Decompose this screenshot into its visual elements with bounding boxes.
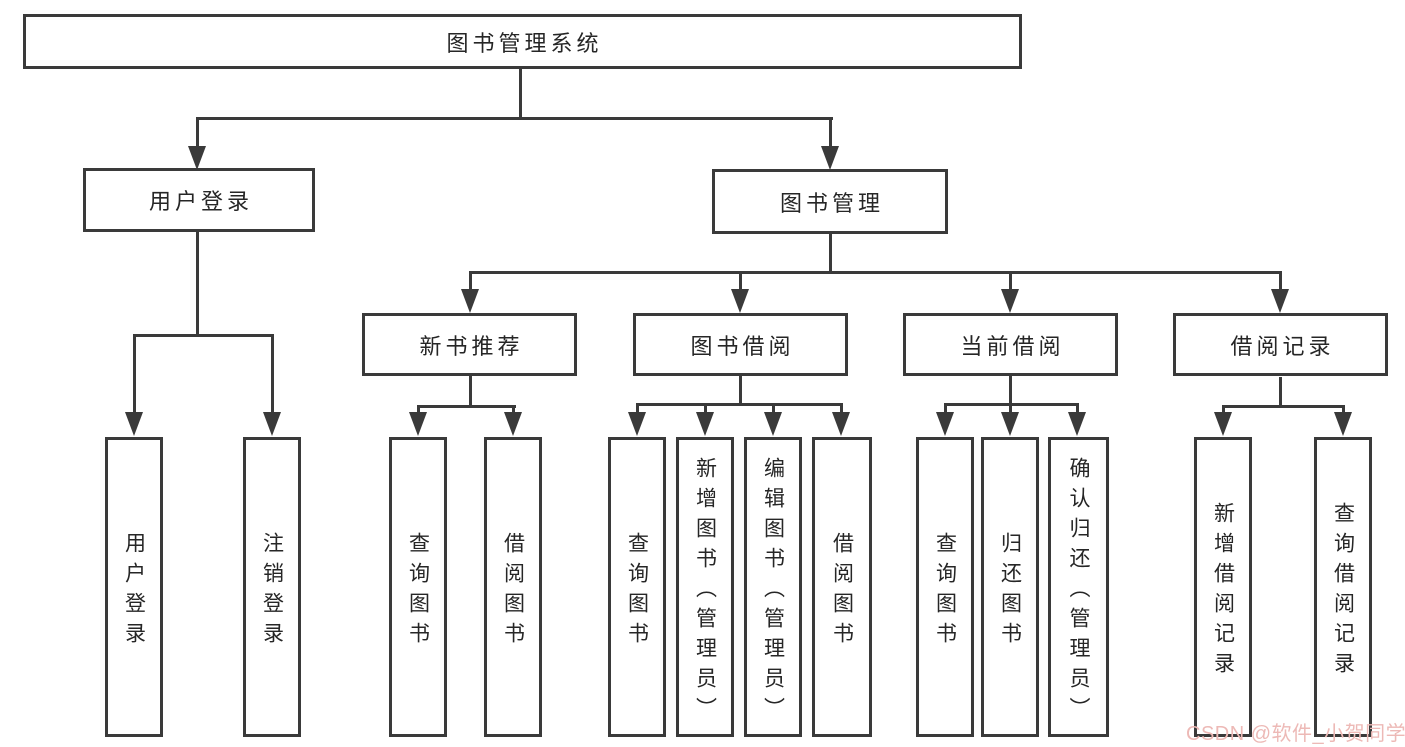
leaf-borrow-borrow-book-label: 借阅图书 [830, 531, 854, 652]
leaf-borrow-edit-book: 编辑图书（管理员） [744, 437, 802, 737]
leaf-current-query-label: 查询图书 [933, 531, 957, 652]
node-book-borrow-label: 图书借阅 [690, 333, 795, 359]
arrowhead-book-management-icon [821, 146, 839, 170]
arrowhead-borrow-leaf2-icon [696, 412, 714, 436]
leaf-records-add-label: 新增借阅记录 [1211, 501, 1235, 682]
node-new-book-recommend-label: 新书推荐 [419, 333, 524, 359]
connector-records-leaf1 [1222, 405, 1225, 414]
node-user-login: 用户登录 [83, 168, 315, 232]
connector-management-stub [829, 233, 832, 274]
connector-current-leaf2 [1009, 403, 1012, 414]
connector-current-leaf3 [1076, 403, 1079, 414]
node-root: 图书管理系统 [23, 14, 1022, 69]
leaf-logout: 注销登录 [243, 437, 301, 737]
leaf-records-query-label: 查询借阅记录 [1331, 501, 1355, 682]
connector-login-leaf1 [133, 334, 136, 414]
leaf-borrow-borrow-book: 借阅图书 [812, 437, 872, 737]
leaf-logout-label: 注销登录 [260, 531, 284, 652]
leaf-borrow-edit-book-label: 编辑图书（管理员） [761, 456, 785, 727]
leaf-current-return: 归还图书 [981, 437, 1039, 737]
connector-borrow-leaf1 [636, 403, 639, 414]
node-borrow-records: 借阅记录 [1173, 313, 1388, 376]
arrowhead-borrow-icon [731, 289, 749, 313]
connector-borrow-leaf4 [840, 403, 843, 414]
node-new-book-recommend: 新书推荐 [362, 313, 577, 376]
csdn-watermark: CSDN @软件_小贺同学 [1186, 723, 1405, 745]
connector-to-new-books [469, 271, 472, 291]
leaf-borrow-add-book: 新增图书（管理员） [676, 437, 734, 737]
connector-newbooks-stub [469, 375, 472, 408]
connector-root-stub [519, 67, 522, 120]
leaf-current-return-label: 归还图书 [998, 531, 1022, 652]
connector-borrow-stub [739, 375, 742, 406]
connector-newbooks-leaf1 [417, 405, 420, 414]
leaf-records-query: 查询借阅记录 [1314, 437, 1372, 737]
arrowhead-current-leaf1-icon [936, 412, 954, 436]
arrowhead-new-books-icon [461, 289, 479, 313]
arrowhead-records-icon [1271, 289, 1289, 313]
arrowhead-records-leaf1-icon [1214, 412, 1232, 436]
arrowhead-user-login-icon [188, 146, 206, 170]
connector-to-book-management [829, 117, 832, 149]
node-current-borrow-label: 当前借阅 [960, 333, 1065, 359]
leaf-newbooks-borrow: 借阅图书 [484, 437, 542, 737]
node-user-login-label: 用户登录 [148, 189, 253, 214]
connector-records-stub [1279, 377, 1282, 408]
node-borrow-records-label: 借阅记录 [1230, 333, 1335, 359]
leaf-current-query: 查询图书 [916, 437, 974, 737]
arrowhead-login-leaf1-icon [125, 412, 143, 436]
connector-records-splitter [1222, 405, 1345, 408]
leaf-newbooks-query-label: 查询图书 [406, 531, 430, 652]
arrowhead-current-leaf3-icon [1068, 412, 1086, 436]
arrowhead-current-leaf2-icon [1001, 412, 1019, 436]
connector-borrow-leaf2 [704, 403, 707, 414]
connector-to-records [1279, 271, 1282, 291]
node-book-management-label: 图书管理 [779, 190, 884, 216]
connector-to-current [1009, 271, 1012, 291]
leaf-records-add: 新增借阅记录 [1194, 437, 1252, 737]
leaf-borrow-query-label: 查询图书 [625, 531, 649, 652]
connector-login-leaf2 [271, 334, 274, 414]
leaf-current-confirm-return-label: 确认归还（管理员） [1067, 456, 1090, 727]
connector-to-borrow [739, 271, 742, 291]
node-book-borrow: 图书借阅 [633, 313, 848, 376]
connector-records-leaf2 [1342, 405, 1345, 414]
connector-current-leaf1 [944, 403, 947, 414]
connector-borrow-leaf3 [772, 403, 775, 414]
leaf-newbooks-query: 查询图书 [389, 437, 447, 737]
leaf-newbooks-borrow-label: 借阅图书 [501, 531, 525, 652]
leaf-user-login-label: 用户登录 [122, 531, 146, 652]
connector-level1-splitter [196, 117, 833, 120]
arrowhead-borrow-leaf4-icon [832, 412, 850, 436]
arrowhead-borrow-leaf3-icon [764, 412, 782, 436]
arrowhead-records-leaf2-icon [1334, 412, 1352, 436]
leaf-borrow-add-book-label: 新增图书（管理员） [693, 456, 717, 727]
leaf-user-login: 用户登录 [105, 437, 163, 737]
connector-newbooks-leaf2 [512, 405, 515, 414]
leaf-current-confirm-return: 确认归还（管理员） [1048, 437, 1109, 737]
arrowhead-newbooks-leaf1-icon [409, 412, 427, 436]
node-root-label: 图书管理系统 [446, 30, 603, 56]
arrowhead-login-leaf2-icon [263, 412, 281, 436]
arrowhead-borrow-leaf1-icon [628, 412, 646, 436]
connector-newbooks-splitter [417, 405, 516, 408]
connector-level2-splitter [469, 271, 1282, 274]
connector-login-splitter [133, 334, 274, 337]
arrowhead-newbooks-leaf2-icon [504, 412, 522, 436]
leaf-borrow-query: 查询图书 [608, 437, 666, 737]
arrowhead-current-icon [1001, 289, 1019, 313]
connector-current-stub [1009, 375, 1012, 406]
node-current-borrow: 当前借阅 [903, 313, 1118, 376]
node-book-management: 图书管理 [712, 169, 948, 234]
connector-login-stub [196, 232, 199, 337]
connector-borrow-splitter [636, 403, 843, 406]
connector-to-user-login [196, 117, 199, 149]
